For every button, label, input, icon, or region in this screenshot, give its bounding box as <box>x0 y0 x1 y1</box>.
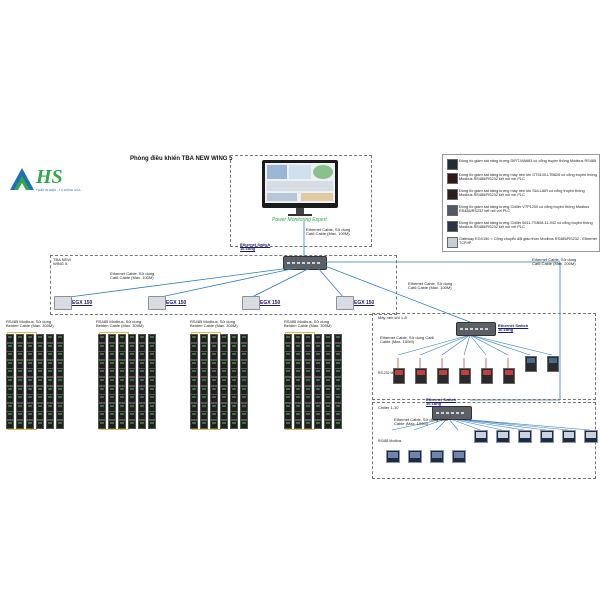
chiller-cable-note: Ethernet Cable, Sử dụng Cat6 Cable (Max.… <box>394 417 448 427</box>
gateway-label-1: EGX 150 <box>72 300 93 306</box>
main-switch-label: Ethernet Switch 16 cổng <box>240 242 271 252</box>
far-right-cable-note: Ethernet Cable, Sử dụng Cat6 Cable (Max.… <box>532 257 577 267</box>
legend-text: Đồng hồ giám sát năng lượng Chiller 5611… <box>459 221 593 230</box>
logo-tagline: THIẾT BỊ ĐIỆN - TỰ ĐỘNG HÓA <box>36 188 81 192</box>
top-cable-note: Ethernet Cable, Sử dụng Cat6 Cable (Max.… <box>306 227 351 237</box>
gateway-label-4: EGX 150 <box>354 300 375 306</box>
legend-text: Đồng hồ giám sát năng lượng máy nén khí … <box>459 189 585 198</box>
legend-item-6: Gateway EGX150 = Cổng chuyển đổi giao th… <box>447 237 597 249</box>
chiller-meter-icon <box>386 450 400 463</box>
chiller-meter-icon <box>430 450 444 463</box>
chiller-meter-icon <box>408 450 422 463</box>
compressor-switch-label: Ethernet Switch 16 cổng <box>498 323 529 333</box>
chiller-meter-icon <box>452 450 466 463</box>
legend-text: Đồng hồ giám sát năng lượng máy nén khí … <box>459 173 597 182</box>
legend-meter-icon <box>447 221 458 232</box>
tba-label: TBA NEW WING 5 <box>53 257 72 267</box>
legend-item-4: Đồng hồ giám sát năng lượng Chiller VTP1… <box>447 205 597 219</box>
gateway-label-2: EGX 150 <box>166 300 187 306</box>
legend-text: Đồng hồ giám sát năng lượng Chiller VTP1… <box>459 205 590 214</box>
gateway-egx150-1 <box>54 296 72 310</box>
legend-gateway-icon <box>447 237 458 248</box>
legend-text: Gateway EGX150 = Cổng chuyển đổi giao th… <box>459 237 597 246</box>
chiller-meter-icon <box>496 430 510 443</box>
logo-mark-icon <box>10 168 34 190</box>
compressor-meter-icon <box>437 368 449 384</box>
main-ethernet-switch <box>283 256 327 270</box>
rs485-note-3: RS485 Modbus, Sử dụng Belden Cable (Max.… <box>190 319 238 329</box>
compressor-meter-icon <box>503 368 515 384</box>
compressor-meter-icon <box>459 368 471 384</box>
chiller-meter-icon <box>518 430 532 443</box>
legend-item-3: Đồng hồ giám sát năng lượng máy nén khí … <box>447 189 597 203</box>
legend-meter-icon <box>447 205 458 216</box>
legend-box: Đồng hồ giám sát năng lượng DIRT-MA683 c… <box>442 154 600 252</box>
chiller-title: Chiller 1-10 <box>378 405 399 410</box>
rs485-note-2: RS485 Modbus, Sử dụng Belden Cable (Max.… <box>96 319 144 329</box>
legend-meter-icon <box>447 173 458 184</box>
compressor-ethernet-switch <box>456 322 496 336</box>
compressor-section-box <box>372 313 596 400</box>
rs485-note-4: RS485 Modbus, Sử dụng Belden Cable (Max.… <box>284 319 332 329</box>
monitor-caption: Power Monitoring Expert <box>272 217 327 223</box>
compressor-meter-icon <box>393 368 405 384</box>
gateway-egx150-2 <box>148 296 166 310</box>
gateway-label-3: EGX 150 <box>260 300 281 306</box>
gateway-egx150-3 <box>242 296 260 310</box>
compressor-meter-icon <box>415 368 427 384</box>
compressor-cable-note: Ethernet Cable, Sử dụng Cat6 Cable (Max.… <box>380 335 434 345</box>
chiller-switch-label: Ethernet Switch 16 cổng <box>426 397 457 407</box>
legend-meter-icon <box>447 159 458 170</box>
legend-item-2: Đồng hồ giám sát năng lượng máy nén khí … <box>447 173 597 187</box>
tba-box <box>50 255 397 315</box>
legend-text: Đồng hồ giám sát năng lượng DIRT-MA683 c… <box>459 159 597 163</box>
logo-text: HS <box>36 166 63 188</box>
gateway-egx150-4 <box>336 296 354 310</box>
monitor-screen <box>262 160 338 208</box>
chiller-meter-icon <box>562 430 576 443</box>
legend-meter-icon <box>447 189 458 200</box>
chiller-meter-icon <box>540 430 554 443</box>
compressor-meter-icon <box>481 368 493 384</box>
compressor-meter-icon <box>525 356 537 372</box>
tba-cable-note: Ethernet Cable, Sử dụng Cat6 Cable (Max.… <box>110 271 155 281</box>
right-cable-note: Ethernet Cable, Sử dụng Cat6 Cable (Max.… <box>408 281 453 291</box>
compressor-title: Máy nén khí 1-8 <box>378 315 407 320</box>
rs485-note-1: RS485 Modbus, Sử dụng Belden Cable (Max.… <box>6 319 54 329</box>
control-room-box <box>230 155 372 247</box>
company-logo: HS THIẾT BỊ ĐIỆN - TỰ ĐỘNG HÓA <box>10 166 80 194</box>
chiller-ethernet-switch <box>432 406 472 420</box>
chiller-device-label: RS485 Modbus <box>378 439 402 443</box>
chiller-meter-icon <box>474 430 488 443</box>
legend-item-1: Đồng hồ giám sát năng lượng DIRT-MA683 c… <box>447 159 597 171</box>
compressor-device-label: RS-232 Modbus <box>378 371 403 375</box>
legend-item-5: Đồng hồ giám sát năng lượng Chiller 5611… <box>447 221 597 235</box>
compressor-meter-icon <box>547 356 559 372</box>
chiller-meter-icon <box>584 430 598 443</box>
monitoring-pc <box>262 160 338 220</box>
page-title: Phòng điều khiển TBA NEW WING 5 <box>130 156 233 162</box>
